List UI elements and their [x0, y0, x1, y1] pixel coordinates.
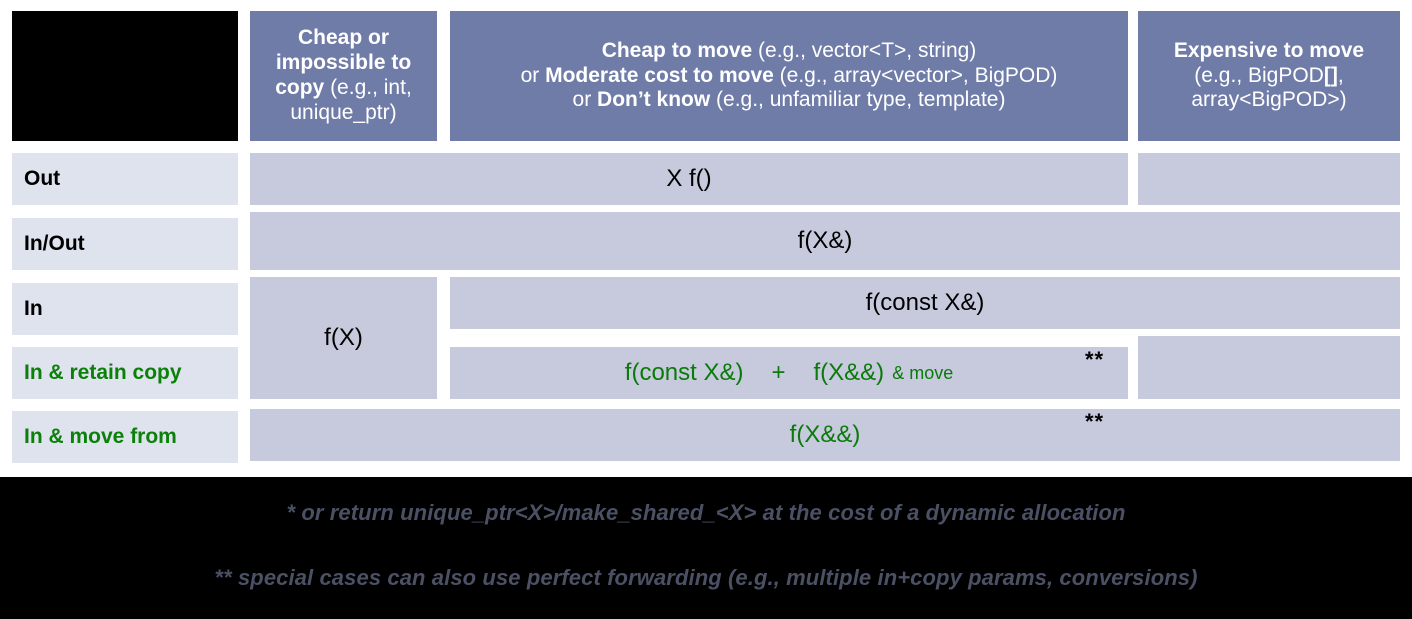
- header-col3-line1: Expensive to move: [1173, 38, 1365, 62]
- cell-in-retain-copy-combo: f(const X&) + f(X&&) & move: [450, 347, 1128, 399]
- header-col1-line4: unique_ptr): [290, 100, 397, 124]
- header-col2-line1-bold: Cheap to move: [601, 38, 753, 62]
- header-expensive-to-move: Expensive to move (e.g., BigPOD[], array…: [1138, 11, 1400, 141]
- footnote-mark-in-move-from-text: **: [1085, 409, 1105, 434]
- header-col3-line2: (e.g., BigPOD: [1194, 63, 1324, 87]
- row-label-in-text: In: [24, 297, 43, 320]
- footnote-mark-in-retain-copy-text: **: [1085, 347, 1105, 372]
- row-label-in-move-from: In & move from: [12, 411, 238, 463]
- cell-in-retain-copy-plus: +: [771, 359, 786, 386]
- header-col2-line3-pre: or: [572, 88, 598, 112]
- cell-in-const-ref: f(const X&): [450, 277, 1400, 329]
- cell-in-cheap-to-copy: f(X): [250, 277, 437, 399]
- header-col1-line3-bold: copy: [275, 76, 325, 99]
- cell-in-retain-copy-part-a: f(const X&): [624, 359, 744, 386]
- row-label-in-retain-copy-text: In & retain copy: [24, 361, 182, 384]
- cell-in-retain-copy-expensive: [1138, 336, 1400, 399]
- header-col1-line2: impossible to: [275, 51, 412, 75]
- row-label-in-move-from-text: In & move from: [24, 425, 177, 448]
- cell-out-value: X f(): [666, 165, 712, 192]
- cell-in-move-from-value: f(X&&): [789, 421, 861, 448]
- header-col2-line3-rest: (e.g., unfamiliar type, template): [710, 88, 1006, 112]
- header-col2-line3-bold: Don’t know: [597, 88, 711, 112]
- footer-black-block: [0, 477, 1412, 619]
- header-cheap-or-impossible-to-copy: Cheap or impossible to copy (e.g., int, …: [250, 11, 437, 141]
- cell-out-expensive-to-move: [1138, 153, 1400, 205]
- cell-in-cheap-to-copy-value: f(X): [324, 324, 363, 351]
- header-col3-line2-end: ,: [1337, 63, 1344, 87]
- header-col3-line3: array<BigPOD>): [1191, 88, 1347, 112]
- header-col1-line1: Cheap or: [297, 26, 389, 50]
- row-label-out: Out: [12, 153, 238, 205]
- cell-in-retain-copy-part-b-suffix: & move: [892, 362, 954, 383]
- cell-in-out-span: f(X&): [250, 212, 1400, 270]
- row-label-in: In: [12, 283, 238, 335]
- header-cheap-to-move: Cheap to move (e.g., vector<T>, string) …: [450, 11, 1128, 141]
- header-col1-line3-reg: (e.g., int,: [324, 76, 412, 99]
- footnote-mark-in-retain-copy: **: [1085, 349, 1104, 371]
- header-col2-line2-rest: (e.g., array<vector>, BigPOD): [773, 63, 1058, 87]
- footnote-double-star-text: ** special cases can also use perfect fo…: [214, 565, 1198, 590]
- header-col2-line1-rest: (e.g., vector<T>, string): [752, 38, 977, 62]
- cell-in-const-ref-value: f(const X&): [865, 289, 985, 316]
- cell-in-out-value: f(X&): [797, 227, 853, 254]
- footnote-single-star: * or return unique_ptr<X>/make_shared_<X…: [0, 500, 1412, 526]
- row-label-in-out: In/Out: [12, 218, 238, 270]
- footnote-mark-in-move-from: **: [1085, 411, 1104, 433]
- row-label-in-retain-copy: In & retain copy: [12, 347, 238, 399]
- header-col2-line2-bold: Moderate cost to move: [545, 63, 774, 87]
- cell-in-retain-copy-part-b: f(X&&): [813, 359, 885, 386]
- header-col3-line2-bold: []: [1323, 63, 1338, 87]
- row-label-out-text: Out: [24, 167, 61, 190]
- corner-black-block: [12, 11, 238, 141]
- header-col2-line2-pre: or: [520, 63, 546, 87]
- footnote-single-star-text: * or return unique_ptr<X>/make_shared_<X…: [286, 500, 1126, 525]
- footnote-double-star: ** special cases can also use perfect fo…: [0, 565, 1412, 591]
- row-label-in-out-text: In/Out: [24, 232, 85, 255]
- cell-out-cheap-to-move: X f(): [250, 153, 1128, 205]
- cell-in-move-from-span: f(X&&): [250, 409, 1400, 461]
